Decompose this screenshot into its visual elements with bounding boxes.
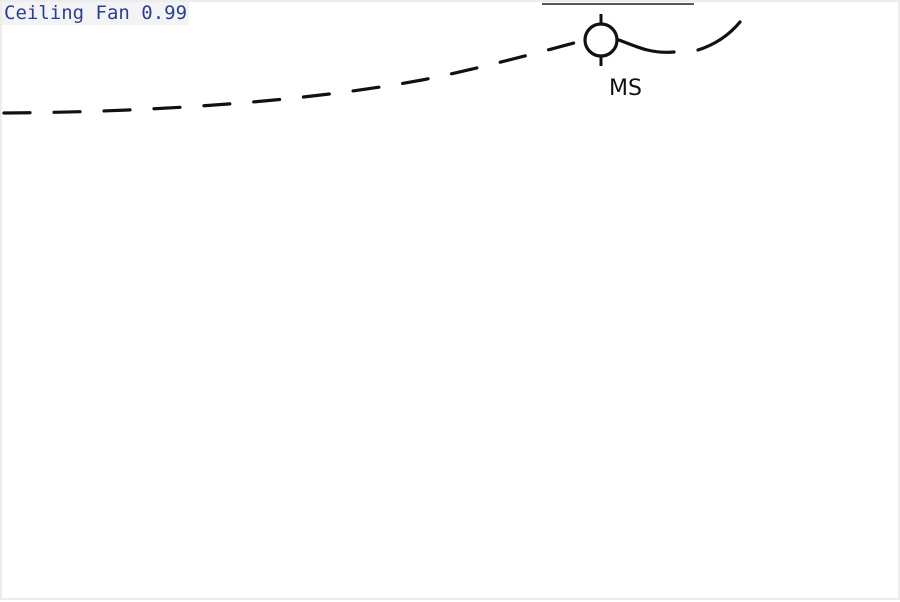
wiring-dashed-arc [2, 38, 587, 115]
wiring-solid-segment [617, 38, 676, 54]
switch-symbol-icon [583, 14, 619, 66]
detection-label: Ceiling Fan 0.99 [2, 2, 190, 25]
wiring-tail-segment [696, 20, 742, 52]
symbol-label: MS [609, 76, 642, 101]
